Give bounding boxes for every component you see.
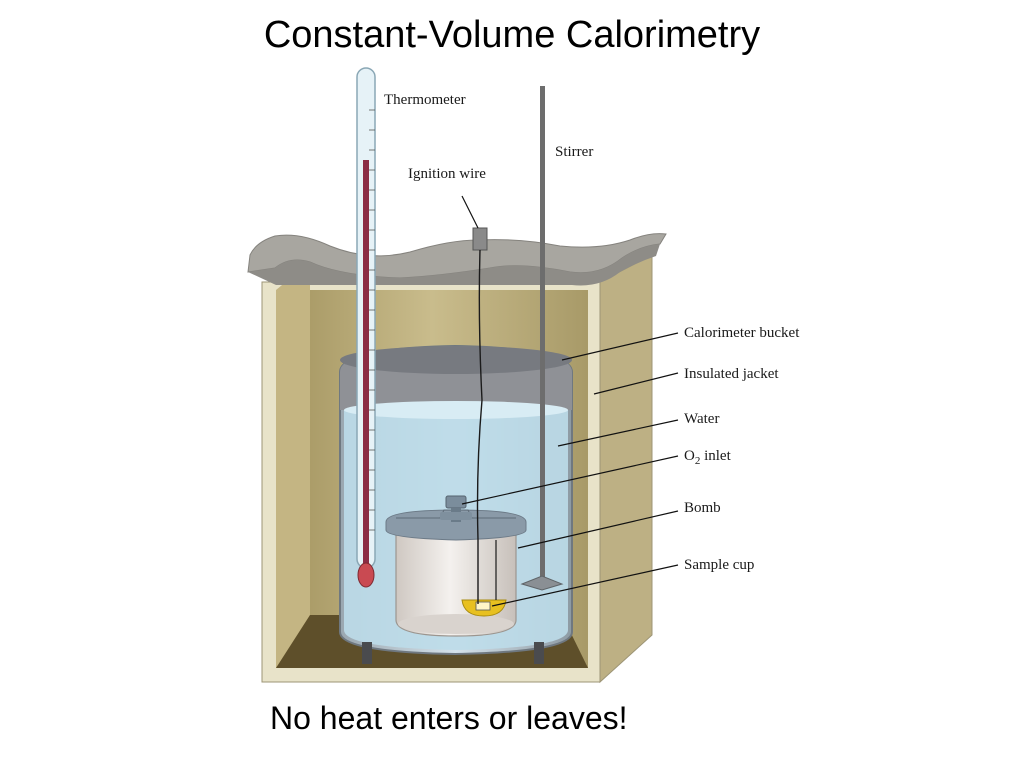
label-thermometer: Thermometer (384, 92, 466, 108)
sample-cup (461, 599, 507, 617)
slide-caption: No heat enters or leaves! (270, 700, 628, 736)
stirrer (520, 86, 564, 591)
label-calorimeter-bucket: Calorimeter bucket (684, 325, 800, 341)
label-water: Water (684, 411, 719, 427)
label-bomb: Bomb (684, 500, 721, 516)
bomb (385, 495, 527, 637)
calorimeter-lid (247, 233, 667, 286)
label-ignition-wire: Ignition wire (408, 166, 486, 182)
label-sample-cup: Sample cup (684, 557, 754, 573)
slide-title: Constant-Volume Calorimetry (263, 14, 761, 56)
ignition-wire (472, 227, 497, 604)
leader-lines (461, 195, 679, 607)
label-insulated-jacket: Insulated jacket (684, 366, 779, 382)
label-o2-inlet: O2 inlet (684, 448, 732, 467)
thermometer (356, 67, 376, 588)
label-stirrer: Stirrer (555, 144, 593, 160)
